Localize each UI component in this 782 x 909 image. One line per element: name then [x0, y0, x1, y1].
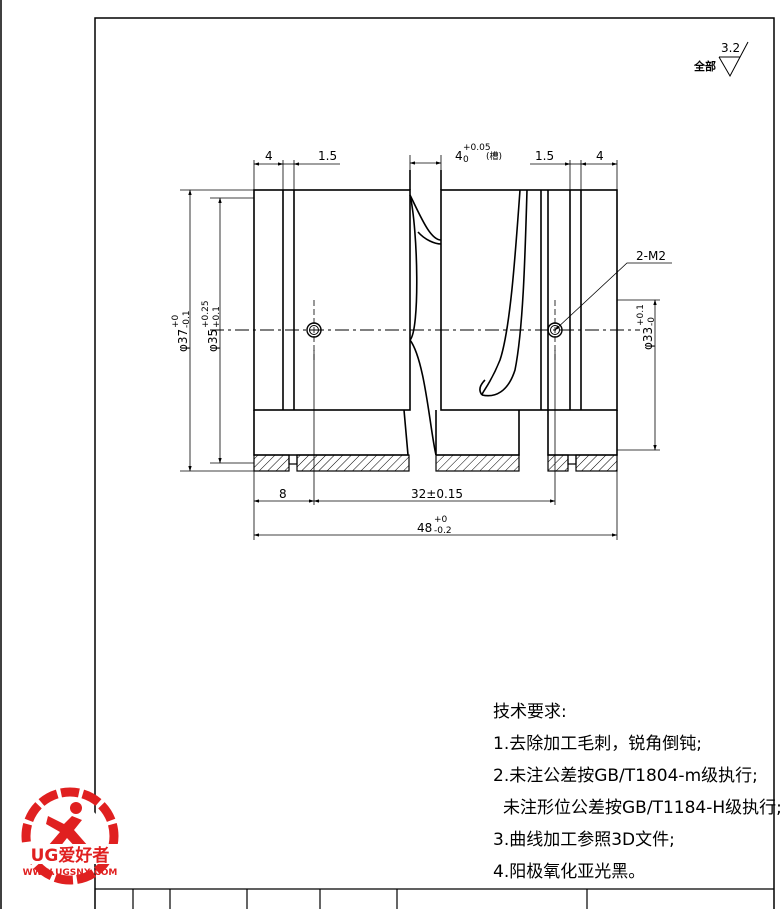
dim-dia37-tol-lower: -0.1 [182, 310, 192, 328]
tech-title: 技术要求: [493, 702, 567, 722]
surface-finish-value: 3.2 [721, 41, 740, 55]
logo-url: WWW.UGSNX.COM [23, 868, 118, 878]
dim-dia33-tol-upper: +0.1 [636, 304, 646, 326]
surface-finish-label: 全部 [693, 59, 716, 73]
dim-total48: 48 [417, 521, 432, 535]
tech-item: 3.曲线加工参照3D文件; [493, 830, 675, 850]
dim-slot-note: (槽) [486, 150, 502, 162]
tech-item: 未注形位公差按GB/T1184-H级执行; [503, 798, 782, 818]
dim-center32: 32±0.15 [411, 487, 463, 501]
dim-dia35: φ35 [206, 329, 220, 352]
title-block [95, 888, 774, 909]
dim-dia35-tol-lower: +0.1 [212, 306, 222, 328]
dimension-lines [180, 155, 672, 540]
tech-item: 2.未注公差按GB/T1804-m级执行; [493, 766, 758, 786]
ug-logo-watermark: UG爱好者 WWW.UGSNX.COM [18, 787, 124, 885]
dim-left-wall: 4 [265, 149, 273, 163]
dim-left-step: 1.5 [318, 149, 337, 163]
dim-right-step: 1.5 [535, 149, 554, 163]
thread-callout: 2-M2 [636, 249, 666, 263]
section-hatching [253, 454, 618, 472]
tech-item: 4.阳极氧化亚光黑。 [493, 862, 646, 882]
dim-offset8: 8 [279, 487, 287, 501]
dim-slot-tol-upper: +0.05 [463, 143, 491, 153]
dim-dia37: φ37 [176, 329, 190, 352]
tech-item: 1.去除加工毛刺，锐角倒钝; [493, 734, 702, 754]
part-outline [253, 170, 618, 456]
dim-total48-tol-upper: +0 [434, 515, 448, 525]
tech-requirements: 技术要求: 1.去除加工毛刺，锐角倒钝; 2.未注公差按GB/T1804-m级执… [493, 696, 782, 888]
dim-dia33-tol-lower: -0 [647, 317, 657, 326]
dim-dia35-tol-upper: +0.25 [201, 300, 211, 328]
dim-slot-tol-lower: 0 [463, 155, 469, 165]
logo-brand: UG爱好者 [31, 845, 110, 866]
surface-finish-symbol: 全部 3.2 [693, 41, 749, 78]
dim-dia37-tol-upper: +0 [171, 314, 181, 328]
dim-dia33: φ33 [641, 327, 655, 350]
dimension-texts: 4 1.5 4 +0.05 0 (槽) 1.5 4 2-M2 φ37 +0 -0… [171, 143, 666, 536]
dim-slot-width: 4 [455, 149, 463, 163]
dim-total48-tol-lower: -0.2 [434, 526, 452, 536]
dim-right-wall: 4 [596, 149, 604, 163]
